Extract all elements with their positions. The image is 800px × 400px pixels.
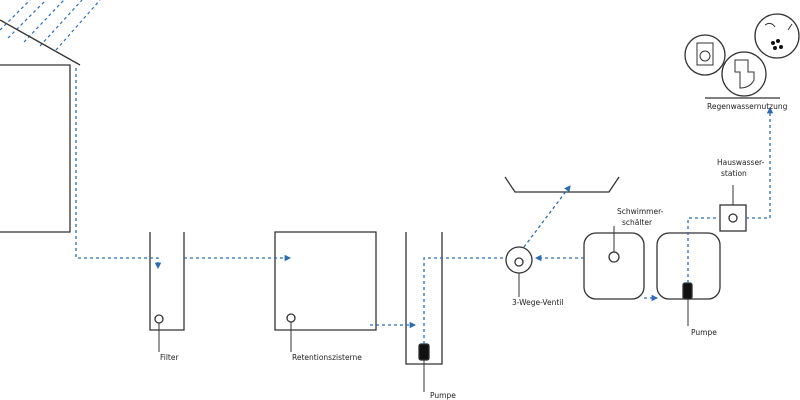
- three-way-valve: [505, 246, 533, 297]
- overflow-basin: [504, 176, 620, 193]
- label-station-2: station: [721, 169, 747, 178]
- washing-machine-icon: [684, 34, 726, 76]
- label-station-1: Hauswasser-: [717, 158, 765, 167]
- label-float-switch-1: Schwimmer-: [617, 207, 664, 216]
- pump-left-body: [418, 343, 430, 361]
- flow-pump-to-station: [687, 217, 718, 283]
- flow-pump-up: [423, 257, 506, 344]
- storage-tank-pump: [656, 232, 721, 326]
- garden-plant-icon: [754, 13, 800, 59]
- label-usage: Regenwassernutzung: [707, 102, 788, 111]
- toilet-icon: [721, 51, 767, 97]
- label-float-switch-2: schälter: [622, 218, 653, 227]
- pump-right-body: [682, 282, 693, 300]
- label-pump-right: Pumpe: [691, 328, 717, 337]
- usage-icons: [684, 13, 800, 99]
- label-filter: Filter: [160, 353, 179, 362]
- label-pump-left: Pumpe: [430, 391, 456, 400]
- rain-streaks: [0, 0, 101, 51]
- storage-tank-float: [583, 226, 645, 300]
- retention-sensor: [286, 313, 296, 323]
- retention-cistern: [274, 231, 377, 352]
- house: [0, 19, 81, 233]
- flow-station-to-usage: [746, 106, 774, 219]
- flow-valve-to-basin: [523, 185, 571, 248]
- label-retention: Retentionszisterne: [292, 353, 362, 362]
- filter-sensor: [154, 314, 164, 324]
- label-valve: 3-Wege-Ventil: [512, 298, 564, 307]
- filter-tank: [149, 232, 185, 352]
- flow-house-to-filter: [75, 68, 162, 270]
- flow-lines: [75, 68, 774, 344]
- float-switch: [608, 251, 620, 263]
- house-water-station: [719, 185, 747, 232]
